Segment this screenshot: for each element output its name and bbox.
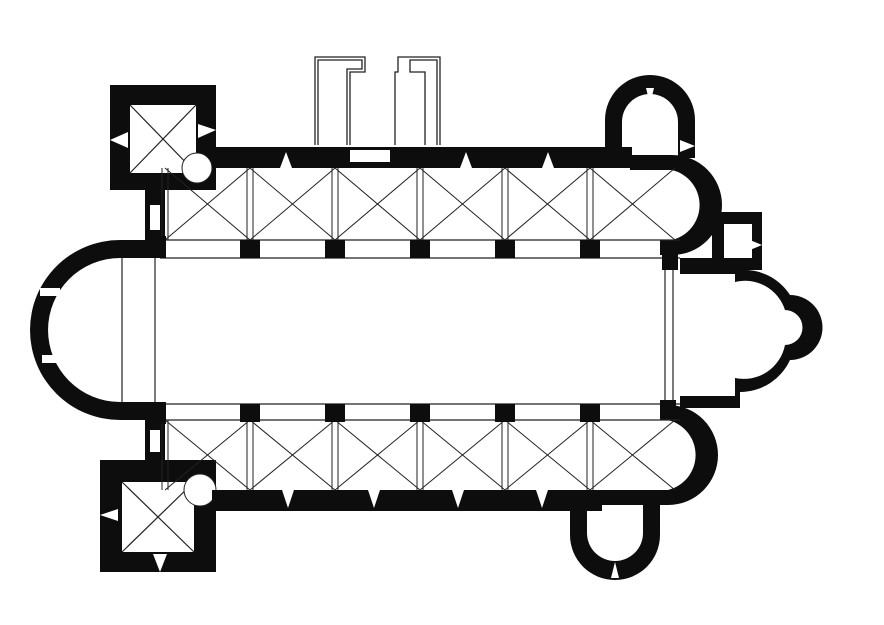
north-pier bbox=[580, 240, 600, 258]
south-vault-rib bbox=[419, 419, 506, 491]
southwest-link-door bbox=[150, 430, 160, 452]
nave-piers bbox=[240, 240, 600, 422]
south-vault-rib bbox=[334, 419, 421, 491]
northwest-stair-icon bbox=[181, 152, 213, 184]
west-apse-windows bbox=[40, 288, 62, 363]
north-vault-rib bbox=[249, 167, 336, 241]
north-vault-rib bbox=[504, 167, 591, 241]
south-apsidiole bbox=[570, 500, 660, 580]
west-bay-lines bbox=[121, 258, 156, 402]
north-wall-windows bbox=[280, 150, 554, 168]
north-vault-rib bbox=[419, 167, 506, 241]
crossing-piers bbox=[152, 236, 678, 424]
south-pier bbox=[495, 404, 515, 422]
south-pier bbox=[240, 404, 260, 422]
south-pier bbox=[580, 404, 600, 422]
east-chancel-lines bbox=[664, 258, 674, 405]
north-annex-outline bbox=[314, 56, 441, 145]
southwest-stair-icon bbox=[183, 473, 217, 507]
south-aisle-wall bbox=[212, 490, 602, 511]
south-pier bbox=[410, 404, 430, 422]
south-aisle-apse bbox=[600, 405, 718, 505]
west-apse bbox=[30, 240, 158, 420]
south-vault-rib bbox=[164, 419, 251, 491]
north-pier bbox=[325, 240, 345, 258]
south-vault-rib bbox=[249, 419, 336, 491]
south-vault-rib bbox=[504, 419, 591, 491]
north-pier bbox=[240, 240, 260, 258]
north-vault-rib bbox=[164, 167, 251, 241]
northwest-link-door bbox=[150, 205, 160, 230]
north-vault-rib bbox=[334, 167, 421, 241]
southwest-tower bbox=[100, 460, 217, 572]
north-aisle-wall bbox=[212, 147, 632, 168]
north-pier bbox=[410, 240, 430, 258]
north-pier bbox=[495, 240, 515, 258]
north-apsidiole bbox=[605, 75, 695, 158]
north-vault-rib bbox=[589, 167, 676, 241]
south-vault-rib bbox=[589, 419, 676, 491]
south-pier bbox=[325, 404, 345, 422]
aisle-vaults bbox=[161, 167, 676, 491]
east-chancel-apse bbox=[680, 258, 823, 408]
northwest-tower bbox=[110, 85, 216, 190]
north-aisle-apse bbox=[630, 155, 722, 255]
south-wall-windows bbox=[282, 490, 548, 508]
